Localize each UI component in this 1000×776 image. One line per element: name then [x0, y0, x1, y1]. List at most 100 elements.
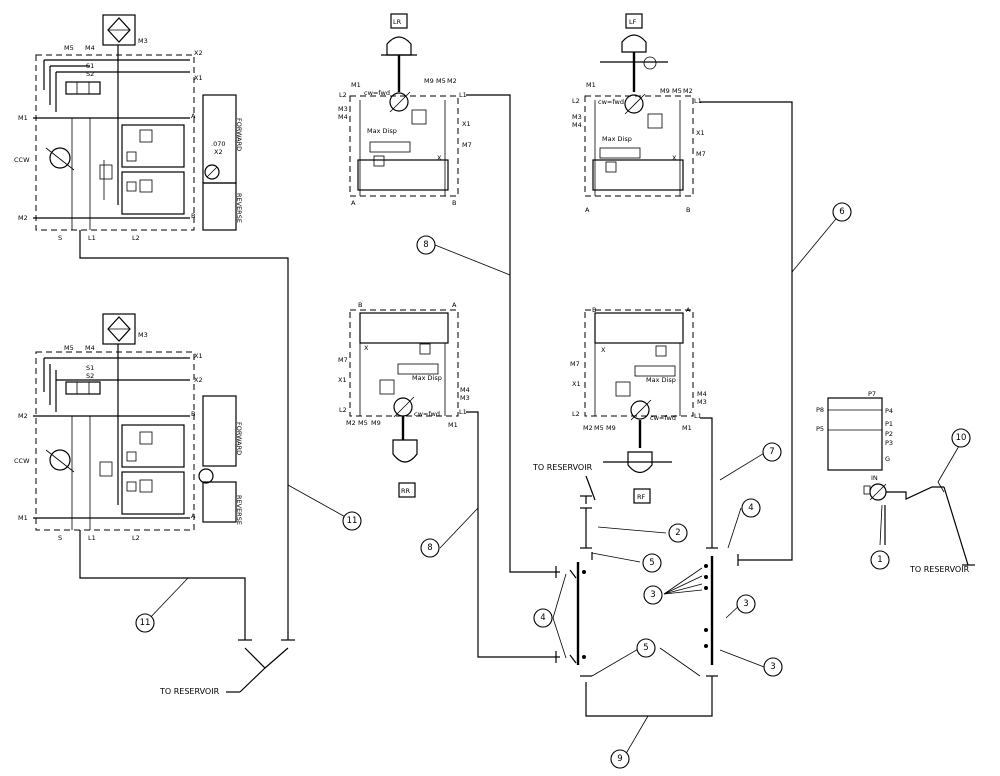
- lower-pump-rotation: CCW: [14, 457, 30, 465]
- rf-motor-port-m5: M5: [594, 424, 604, 432]
- lr-motor-port-a: A: [351, 199, 356, 207]
- lr-motor-rotation: cw=fwd: [364, 89, 390, 97]
- lr-motor-port-l1: L1: [459, 91, 467, 99]
- lower-pump-port-m1: M1: [18, 514, 28, 522]
- rr-motor-port-x1: X1: [338, 376, 347, 384]
- callout-2: 2: [668, 523, 688, 543]
- charge-pump-inlet-line: [886, 486, 944, 500]
- lower-pump-case: [35, 351, 195, 531]
- svg-text:9: 9: [617, 754, 622, 764]
- upper-pump-port-m2: M2: [18, 214, 28, 222]
- rr-motor-icon: [393, 397, 413, 417]
- charge-pump-port-p3: P3: [885, 439, 893, 447]
- lf-motor-port-x1: X1: [696, 129, 705, 137]
- callout-4-left: 4: [533, 608, 553, 628]
- lower-reservoir-label: TO RESERVOIR: [159, 687, 220, 696]
- lr-drain-line: [466, 94, 560, 573]
- rf-motor-port-l1: L1: [694, 412, 702, 420]
- lower-pump-relief-block-2: [121, 471, 185, 515]
- rr-motor-tag-box: [398, 482, 416, 498]
- lower-pump-port-m2: M2: [18, 412, 28, 420]
- rf-motor-port-m9: M9: [606, 424, 616, 432]
- callout-3-cluster: 3: [643, 585, 663, 605]
- lr-motor-port-m9: M9: [424, 77, 434, 85]
- charge-pump-reservoir-label: TO RESERVOIR: [909, 565, 970, 574]
- callout-9: 9: [610, 749, 630, 769]
- rf-motor-assembly: B A M7 X1 L2 M2 M5 M9 M4 M3 L1 M1 X Max …: [570, 306, 707, 504]
- callouts: 1 10 2 5 3 3 3 4 7 6 5 4 8 8 11 11 9: [135, 202, 971, 769]
- lf-motor-port-b: B: [686, 206, 690, 214]
- svg-text:4: 4: [540, 613, 545, 623]
- lf-motor-port-m3: M3: [572, 113, 582, 121]
- upper-pump-forward-label: FORWARD: [235, 118, 243, 151]
- lower-pump-port-a: A: [191, 512, 196, 520]
- svg-text:8: 8: [423, 240, 428, 250]
- upper-pump-gauge-icon: [204, 164, 220, 180]
- manifold-lines: [466, 94, 793, 717]
- lower-pump-port-s1: S1: [86, 364, 94, 372]
- lower-reservoir-lines: [239, 647, 289, 693]
- upper-pump-port-m4: M4: [85, 44, 95, 52]
- callout-6: 6: [832, 202, 852, 222]
- rf-motor-port-m3: M3: [697, 398, 707, 406]
- upper-pump-port-m5: M5: [64, 44, 74, 52]
- rr-motor-port-m9: M9: [371, 419, 381, 427]
- lower-pump-forward-box: [202, 395, 237, 467]
- lower-pump-port-x1: X1: [194, 352, 203, 360]
- callout-3-lower: 3: [763, 657, 783, 677]
- lr-motor-displacement: Max Disp: [367, 127, 397, 135]
- lf-motor-port-a: A: [585, 206, 590, 214]
- upper-pump-port-l1: L1: [88, 234, 96, 242]
- rf-motor-port-b: B: [592, 306, 596, 314]
- rr-motor-port-b: B: [358, 301, 362, 309]
- upper-pump-drain-line: [79, 230, 289, 640]
- callout-10: 10: [951, 428, 971, 448]
- lower-pump-assembly: M3 M5 M4 X1 X2 S1 S2 M2 M1 CCW B A: [14, 313, 243, 542]
- rf-drain-line: [700, 417, 713, 548]
- upper-pump-port-x1: X1: [194, 74, 203, 82]
- rf-motor-rotation: cw=fwd: [650, 414, 676, 422]
- upper-pump-port-m3: M3: [138, 37, 148, 45]
- upper-pump-servo-valve: [65, 81, 101, 95]
- charge-pump-port-p2: P2: [885, 430, 893, 438]
- lf-motor-port-x: X: [672, 154, 677, 162]
- lr-motor-assembly: LR M1 L2 M3 M4 M9 M5 M2 L1 X1 M7 A B X c…: [338, 13, 472, 207]
- lr-motor-port-m5: M5: [436, 77, 446, 85]
- lr-motor-port-x1: X1: [462, 120, 471, 128]
- svg-text:5: 5: [643, 643, 648, 653]
- svg-text:4: 4: [748, 503, 753, 513]
- upper-pump-reverse-box: [202, 182, 237, 231]
- upper-pump-cooler-diamond: [107, 17, 131, 43]
- charge-pump-port-in: IN: [871, 474, 878, 482]
- rr-motor-tag: RR: [401, 487, 411, 495]
- lf-motor-assembly: LF M1 L2 M3 M4 M9 M5 M2 L1 X1 M7 A B X c…: [572, 13, 706, 214]
- callout-11-lower: 11: [135, 613, 155, 633]
- lower-pump-port-s2: S2: [86, 372, 94, 380]
- svg-text:3: 3: [743, 599, 748, 609]
- lower-pump-gauge-icon: [198, 468, 214, 484]
- lower-pump-port-m4: M4: [85, 344, 95, 352]
- rf-motor-port-x: X: [601, 346, 606, 354]
- rf-motor-icon: [630, 400, 650, 420]
- lf-drain-line: [700, 101, 793, 561]
- rr-drain-line: [466, 411, 560, 658]
- rr-motor-assembly: B A M7 X1 L2 M2 M5 M9 M4 M3 L1 M1 X Max …: [338, 301, 470, 498]
- lf-wheel-icon: [621, 34, 647, 53]
- upper-pump-reverse-label: REVERSE: [235, 193, 243, 223]
- lr-wheel-icon: [386, 36, 412, 56]
- rf-motor-port-m7: M7: [570, 360, 580, 368]
- lower-pump-main-pump-icon: [49, 449, 71, 471]
- charge-pump-port-p7: P7: [868, 390, 876, 398]
- callout-8-upper: 8: [416, 235, 436, 255]
- charge-pump-port-p4: P4: [885, 407, 893, 415]
- rr-wheel-icon: [392, 439, 418, 463]
- lf-motor-port-m1: M1: [586, 81, 596, 89]
- upper-pump-port-m1: M1: [18, 114, 28, 122]
- rr-motor-port-l2: L2: [339, 406, 347, 414]
- svg-text:11: 11: [347, 516, 358, 526]
- charge-pump-block: [827, 397, 883, 471]
- upper-pump-main-pump-icon: [49, 147, 71, 169]
- lower-pump-port-b: B: [191, 410, 195, 418]
- rr-motor-port-x: X: [364, 344, 369, 352]
